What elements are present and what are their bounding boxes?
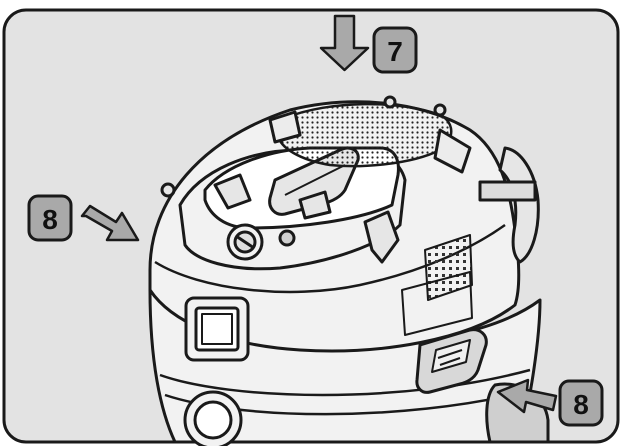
callout-badge-8-right: 8 <box>558 379 604 427</box>
callout-badge-7: 7 <box>372 26 418 74</box>
indicator-knob <box>278 229 296 247</box>
callout-label-8-left: 8 <box>42 204 58 235</box>
down-arrow <box>319 14 370 72</box>
callout-label-8-right: 8 <box>573 389 589 420</box>
callout-label-7: 7 <box>387 36 403 67</box>
left-arrow <box>80 204 140 242</box>
filter-grille <box>276 102 453 168</box>
vacuum-cleaner <box>148 95 550 446</box>
callout-badge-8-left: 8 <box>27 194 73 242</box>
right-arrow <box>496 378 558 414</box>
